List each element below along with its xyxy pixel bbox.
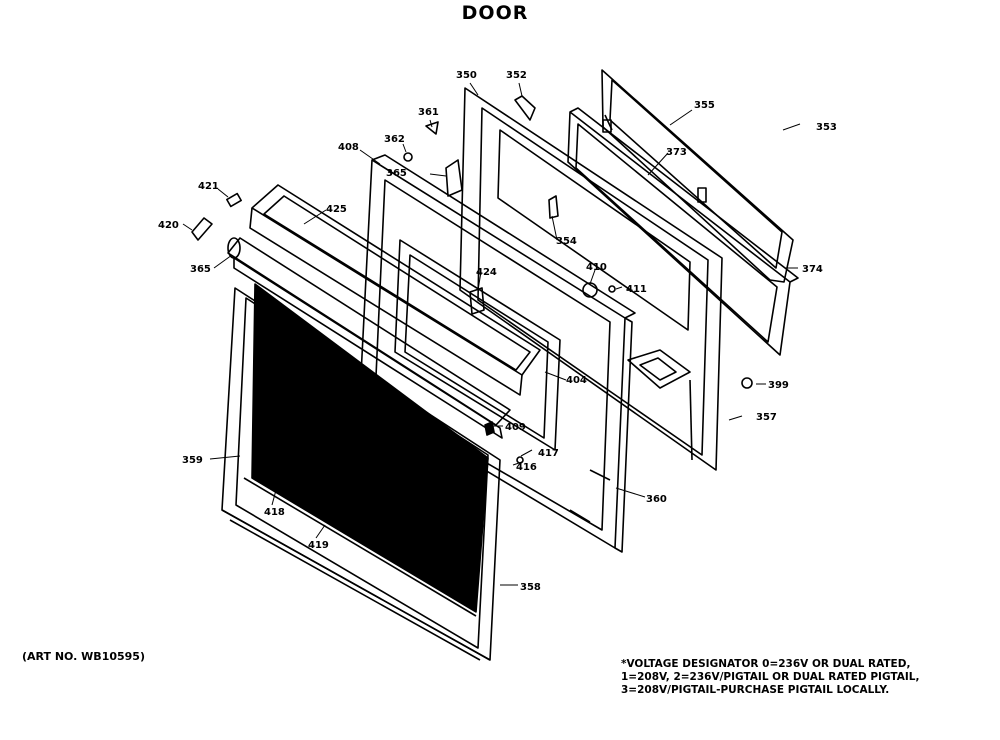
diagram-title: DOOR [461,2,529,24]
outer-frame-part [601,69,794,283]
door-handle-part [227,237,511,439]
callout-label: 358 [520,582,541,593]
callout-label: 350 [456,70,477,81]
callout-label: 365 [190,264,211,275]
callout-label: 357 [756,412,777,423]
callout-label: 422 [442,448,463,459]
callout-label: 361 [418,107,439,118]
callout-label: 425 [326,204,347,215]
callout-label: 410 [586,262,607,273]
leader-lines [182,82,801,586]
callout-label: 404 [566,375,587,386]
note-line: 3=208V/PIGTAIL-PURCHASE PIGTAIL LOCALLY. [621,684,890,696]
callout-label: 418 [264,507,285,518]
top-trim-part [249,184,541,396]
callout-label: 408 [338,142,359,153]
callout-labels: 350 352 355 353 361 362 408 365 373 421 … [158,70,837,593]
callout-label: 353 [816,122,837,133]
callout-label: 373 [666,147,687,158]
small-hardware [191,121,753,507]
callout-label: 362 [384,134,405,145]
callout-label: 420 [158,220,179,231]
outer-door-panel-part [221,287,501,661]
note-line: *VOLTAGE DESIGNATOR 0=236V OR DUAL RATED… [621,658,911,670]
callout-label: 411 [626,284,647,295]
callout-label: 421 [198,181,219,192]
back-frame-part [459,87,723,471]
callout-label: 365 [386,168,407,179]
callout-label: 424 [476,267,497,278]
callout-label: 365 [406,470,427,481]
callout-label: 409 [505,422,526,433]
callout-label: 374 [802,264,823,275]
callout-label: 412 [282,464,303,475]
callout-label: 352 [506,70,527,81]
callout-label: 416 [516,462,537,473]
rear-panel-part [567,107,799,356]
callout-label: 359 [182,455,203,466]
callout-label: 354 [556,236,577,247]
note-line: 1=208V, 2=236V/PIGTAIL OR DUAL RATED PIG… [621,671,920,683]
art-number: (ART NO. WB10595) [22,650,145,663]
door-glass [251,283,489,613]
voltage-note: *VOLTAGE DESIGNATOR 0=236V OR DUAL RATED… [621,658,993,697]
callout-label: 417 [538,448,559,459]
callout-label: 355 [694,100,715,111]
callout-label: 399 [768,380,789,391]
callout-label: 419 [308,540,329,551]
callout-label: 360 [646,494,667,505]
inner-liner-part [359,154,636,553]
